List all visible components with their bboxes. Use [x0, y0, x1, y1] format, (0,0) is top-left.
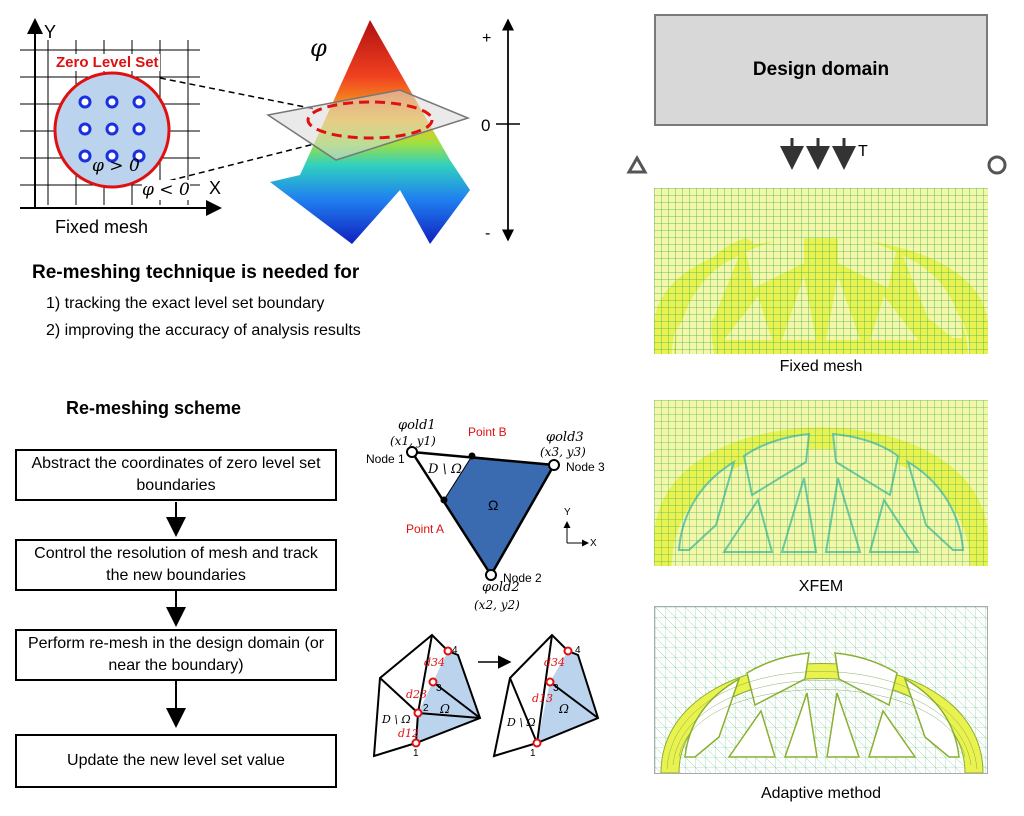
roller-support-circle: [987, 155, 1007, 175]
before-node-3: 3: [436, 683, 442, 694]
before-node-1: 1: [413, 748, 419, 759]
fixed-support-triangle: [626, 154, 648, 174]
after-d13: d13: [532, 692, 554, 705]
remesh-needed-item-2: 2) improving the accuracy of analysis re…: [46, 322, 361, 339]
scheme-step-3: Perform re-mesh in the design domain (or…: [15, 629, 337, 681]
scale-plus: +: [482, 30, 492, 47]
zero-level-set-label: Zero Level Set: [55, 54, 160, 71]
after-node-4: 4: [575, 645, 581, 656]
design-domain-box: Design domain: [654, 14, 988, 126]
xfem-panel: [654, 400, 988, 566]
phi-old3-label: φold3: [546, 430, 584, 445]
scale-minus: -: [485, 225, 491, 242]
xy2-label: (x2, y2): [474, 598, 520, 612]
before-d23: d23: [406, 688, 428, 701]
before-omega: Ω: [440, 702, 450, 716]
scale-zero: 0: [481, 116, 491, 135]
design-domain-label: Design domain: [752, 59, 890, 80]
scheme-arrows: [166, 502, 186, 728]
load-label: T: [858, 143, 868, 160]
phi-old1-label: φold1: [398, 418, 436, 433]
before-node-2: 2: [423, 703, 429, 714]
d-minus-omega-label: D \ Ω: [428, 462, 462, 477]
y-axis-label: Y: [44, 22, 57, 42]
remesh-before: [372, 633, 482, 758]
before-d12: d12: [398, 727, 420, 740]
phi-symbol: φ: [310, 34, 327, 62]
before-d-minus-omega: D \ Ω: [382, 713, 411, 726]
xy3-label: (x3, y3): [540, 445, 586, 459]
scheme-step-1: Abstract the coordinates of zero level s…: [15, 449, 337, 501]
node3-label: Node 3: [566, 460, 605, 474]
before-d34: d34: [424, 656, 446, 669]
after-node-3: 3: [553, 683, 559, 694]
after-d34: d34: [544, 656, 566, 669]
fixed-mesh-panel-caption: Fixed mesh: [779, 358, 863, 375]
after-omega: Ω: [559, 702, 569, 716]
phi-negative-label: φ < 0: [142, 180, 190, 200]
phi-positive-label: φ > 0: [92, 156, 140, 176]
zero-plane: [266, 89, 471, 161]
scheme-step-2: Control the resolution of mesh and track…: [15, 539, 337, 591]
remesh-example-diagram: [372, 633, 600, 758]
level-set-diagram: [20, 18, 520, 244]
adaptive-panel-caption: Adaptive method: [760, 785, 882, 802]
remesh-needed-title: Re-meshing technique is needed for: [32, 262, 360, 283]
node2-label: Node 2: [503, 571, 542, 585]
element-axis-y: Y: [564, 507, 571, 518]
remesh-needed-item-1: 1) tracking the exact level set boundary: [46, 295, 325, 312]
element-cut-diagram: [406, 446, 589, 581]
node1-label: Node 1: [366, 452, 405, 466]
boundary-conditions: [626, 138, 1007, 175]
phi-old2-label: φold2: [482, 580, 520, 595]
before-node-4: 4: [452, 645, 458, 656]
fixed-mesh-caption: Fixed mesh: [55, 217, 149, 237]
adaptive-panel: [654, 606, 988, 774]
remesh-after: [492, 633, 600, 758]
interior-nodes: [78, 95, 146, 163]
zero-level-contour: [306, 100, 434, 140]
after-node-1: 1: [530, 748, 536, 759]
scheme-step-4: Update the new level set value: [15, 734, 337, 788]
fixed-mesh-panel: [654, 188, 988, 354]
element-axis-x: X: [590, 538, 597, 549]
xfem-panel-caption: XFEM: [798, 578, 844, 595]
scheme-title: Re-meshing scheme: [66, 398, 242, 418]
load-arrows: [780, 138, 856, 170]
xy1-label: (x1, y1): [390, 434, 436, 448]
point-b-label: Point B: [468, 425, 507, 439]
point-a-label: Point A: [406, 522, 445, 536]
omega-label: Ω: [488, 497, 499, 513]
after-d-minus-omega: D \ Ω: [507, 716, 536, 729]
x-axis-label: X: [209, 178, 222, 198]
